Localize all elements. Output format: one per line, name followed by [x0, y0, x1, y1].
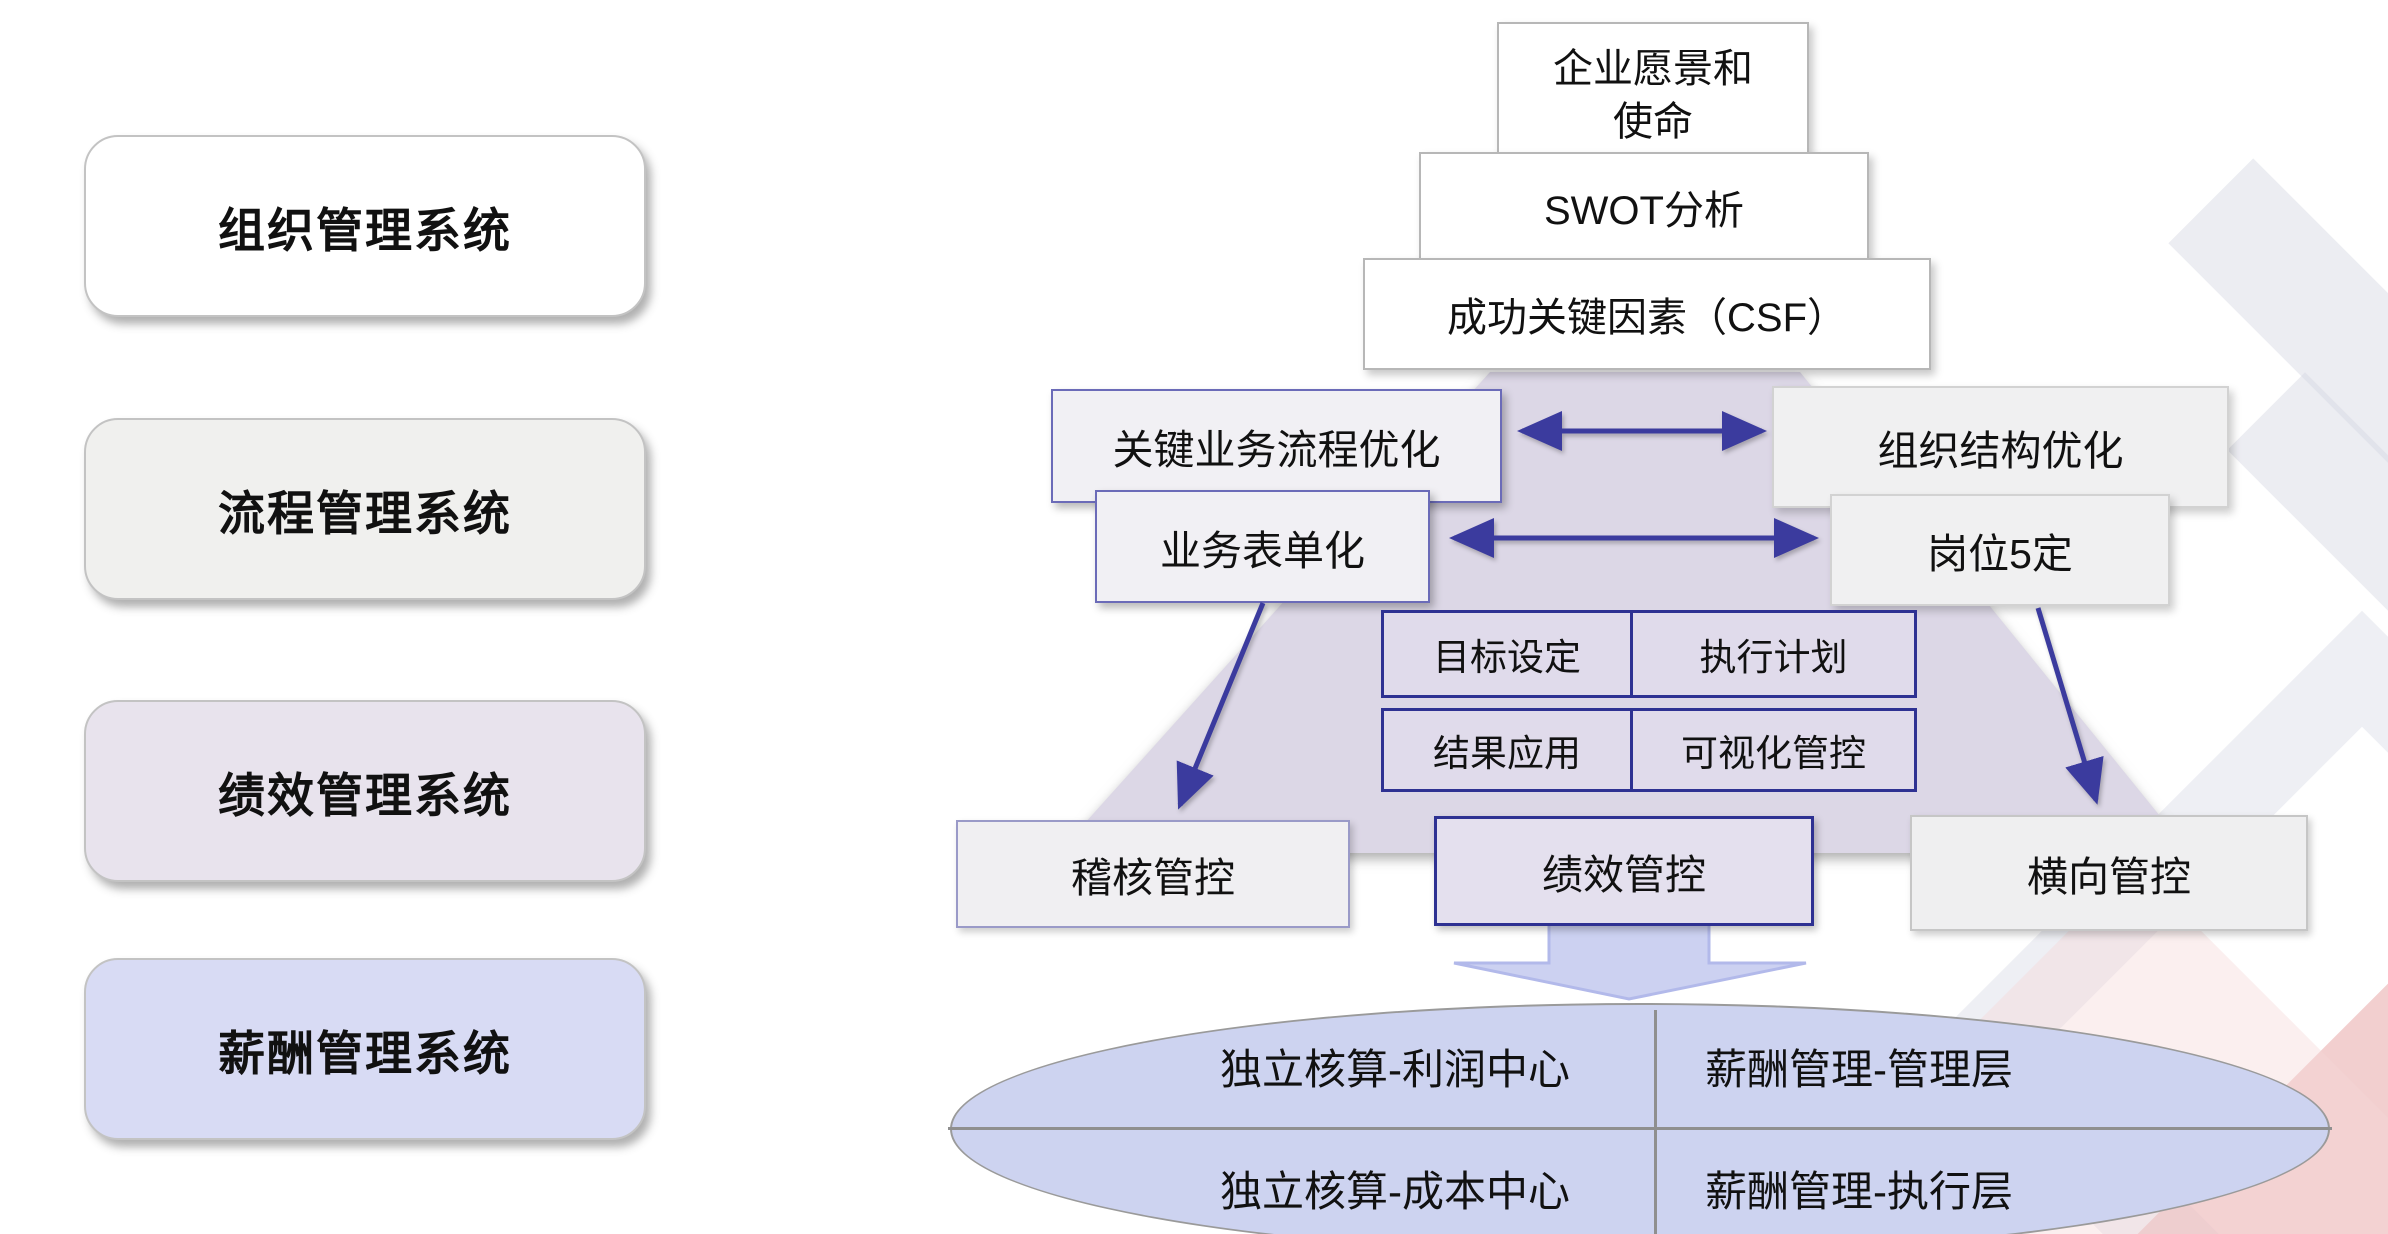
mgmt-layer-cell: 薪酬管理-管理层 [1705, 1045, 2013, 1093]
performance-grid-row-1: 目标设定 执行计划 [1381, 610, 1917, 698]
org-structure-optimization-box: 组织结构优化 [1772, 386, 2229, 508]
system-card-compensation: 薪酬管理系统 [84, 958, 646, 1140]
system-card-performance: 绩效管理系统 [84, 700, 646, 882]
system-card-label: 绩效管理系统 [218, 768, 512, 822]
visual-control-cell: 可视化管控 [1630, 711, 1914, 789]
goal-setting-cell: 目标设定 [1433, 637, 1581, 678]
system-card-organization: 组织管理系统 [84, 135, 646, 317]
ellipse-vertical-divider [1654, 1010, 1657, 1234]
watermark-bar [2227, 372, 2388, 818]
profit-center-cell: 独立核算-利润中心 [1220, 1045, 1570, 1093]
arrow-form-to-audit [1176, 602, 1266, 810]
result-application-cell: 结果应用 [1433, 733, 1581, 774]
process-optimization-box: 关键业务流程优化 [1051, 389, 1502, 503]
exec-layer-cell: 薪酬管理-执行层 [1705, 1167, 2013, 1215]
execution-plan-cell: 执行计划 [1630, 613, 1914, 695]
swot-box: SWOT分析 [1419, 152, 1869, 262]
business-form-box: 业务表单化 [1095, 490, 1430, 603]
ellipse-horizontal-divider [948, 1127, 2332, 1130]
vision-mission-box: 企业愿景和 使命 [1497, 22, 1809, 170]
performance-control-box: 绩效管控 [1434, 816, 1814, 926]
system-card-label: 薪酬管理系统 [218, 1026, 512, 1080]
block-down-arrow [1453, 920, 1807, 1001]
performance-grid-row-2: 结果应用 可视化管控 [1381, 708, 1917, 792]
horizontal-control-box: 横向管控 [1910, 815, 2308, 931]
csf-box: 成功关键因素（CSF） [1363, 258, 1931, 370]
cost-center-cell: 独立核算-成本中心 [1220, 1167, 1570, 1215]
system-card-label: 组织管理系统 [218, 203, 512, 257]
system-card-label: 流程管理系统 [218, 486, 512, 540]
audit-control-box: 稽核管控 [956, 820, 1350, 928]
system-card-process: 流程管理系统 [84, 418, 646, 600]
arrow-post-to-horizontal [2035, 607, 2104, 805]
post-5-definitions-box: 岗位5定 [1830, 494, 2170, 606]
